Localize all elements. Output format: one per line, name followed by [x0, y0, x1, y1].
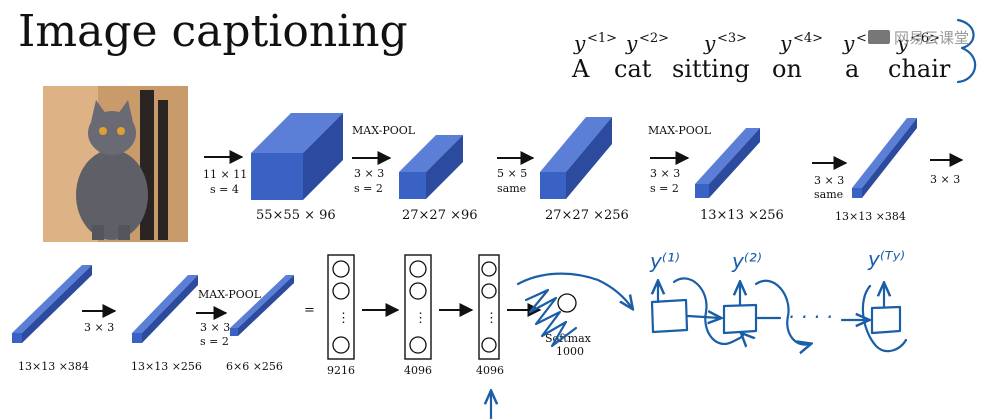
row2-op-2-maxpool: MAX-POOL	[198, 288, 262, 301]
op-5-padding: same	[814, 188, 843, 201]
volume-27x27x96: 27×27 ×96	[399, 135, 478, 223]
fc-label-3: 4096	[476, 364, 504, 377]
caption-word-2: cat	[614, 55, 652, 83]
cat-photo	[43, 86, 188, 242]
rnn-feedback-2	[754, 279, 810, 345]
chair-slat-icon	[158, 100, 168, 240]
op-4-maxpool: MAX-POOL	[648, 124, 712, 137]
softmax-scribble	[524, 288, 578, 348]
row2-volume-label-3: 6×6 ×256	[226, 360, 283, 373]
cat-ear-left-icon	[91, 100, 106, 122]
fc-layer-4096-a: ⋮ 4096	[404, 254, 432, 377]
op-2-maxpool: MAX-POOL	[352, 124, 416, 137]
watermark-text: 网易云课堂	[894, 29, 969, 47]
cat-eye-right-icon	[117, 127, 125, 135]
cat-head-icon	[88, 111, 136, 155]
y-superscript-3: <3>	[717, 31, 747, 46]
caption-sequence: y <1> A y <2> cat y <3> sitting y <4> on…	[571, 31, 951, 83]
caption-word-6: chair	[888, 55, 951, 83]
y-label-1: y	[573, 31, 586, 55]
y-label-2: y	[625, 31, 638, 55]
caption-token-4: y <4> on	[772, 31, 823, 83]
caption-word-4: on	[772, 55, 802, 83]
y-label-6: y	[896, 31, 909, 55]
row2-op-1-kernel: 3 × 3	[84, 321, 114, 334]
caption-word-3: sitting	[672, 55, 750, 83]
rnn-output-1: y⁽¹⁾	[649, 249, 680, 273]
caption-word-1: A	[571, 55, 590, 83]
volume-label-1: 55×55 × 96	[256, 208, 336, 223]
watermark: 网易云课堂	[868, 29, 969, 47]
caption-token-3: y <3> sitting	[672, 31, 750, 83]
watermark-logo-icon	[868, 30, 890, 44]
cat-ear-right-icon	[118, 100, 133, 122]
cat-body-icon	[76, 150, 148, 240]
volume-55x55x96: 55×55 × 96	[251, 113, 343, 223]
op-6-kernel: 3 × 3	[930, 173, 960, 186]
fc-layer-9216: ⋮ 9216	[327, 254, 355, 377]
handwritten-arrow-to-rnn	[516, 272, 632, 308]
row2-volume-label-2: 13×13 ×256	[131, 360, 202, 373]
op-4-stride: s = 2	[650, 182, 679, 195]
fc-dots-1: ⋮	[337, 311, 350, 326]
row2-op-2-kernel: 3 × 3	[200, 321, 230, 334]
fc-dots-2: ⋮	[414, 311, 427, 326]
op-3-padding: same	[497, 182, 526, 195]
rnn-feedback-1	[672, 277, 743, 344]
volume-label-5: 13×13 ×384	[835, 210, 906, 223]
volume-label-3: 27×27 ×256	[545, 208, 629, 223]
volume-label-2: 27×27 ×96	[402, 208, 478, 223]
op-4-kernel: 3 × 3	[650, 167, 680, 180]
caption-brace	[956, 18, 977, 84]
fc-layer-4096-b: ⋮ 4096	[476, 254, 504, 377]
rnn-output-3: y⁽ᵀʸ⁾	[867, 247, 905, 271]
cat-paw-left-icon	[92, 225, 104, 240]
volume-label-4: 13×13 ×256	[700, 208, 784, 223]
fc-dots-3: ⋮	[485, 311, 498, 326]
cat-eye-left-icon	[99, 127, 107, 135]
fc-label-2: 4096	[404, 364, 432, 377]
op-2-stride: s = 2	[354, 182, 383, 195]
op-2-kernel: 3 × 3	[354, 167, 384, 180]
rnn-cell-3	[870, 305, 902, 335]
op-5-kernel: 3 × 3	[814, 174, 844, 187]
y-superscript-4: <4>	[793, 31, 823, 46]
y-superscript-2: <2>	[639, 31, 669, 46]
volume-13x13x256-b: 13×13 ×256	[131, 275, 202, 373]
y-label-3: y	[703, 31, 716, 55]
handwritten-rnn: y⁽¹⁾ y⁽²⁾ y⁽ᵀʸ⁾ · · · ·	[649, 247, 908, 353]
page-title: Image captioning	[18, 6, 408, 57]
rnn-cell-1	[650, 298, 689, 334]
volume-27x27x256: 27×27 ×256	[540, 117, 629, 223]
equals-sign: =	[304, 303, 315, 318]
rnn-output-2: y⁽²⁾	[731, 249, 762, 273]
volume-13x13x384-b: 13×13 ×384	[12, 265, 92, 373]
volume-13x13x256: 13×13 ×256	[695, 128, 784, 223]
cat-paw-right-icon	[118, 225, 130, 240]
caption-token-6: y <6> chair	[888, 31, 951, 83]
caption-word-5: a	[845, 55, 859, 83]
op-1-stride: s = 4	[210, 183, 239, 196]
softmax-size: 1000	[556, 345, 584, 358]
fc-label-1: 9216	[327, 364, 355, 377]
volume-6x6x256: 6×6 ×256	[226, 275, 294, 373]
y-superscript-6: <6>	[910, 31, 940, 46]
rnn-feedback-3	[861, 284, 908, 353]
row2-volume-label-1: 13×13 ×384	[18, 360, 89, 373]
caption-token-2: y <2> cat	[614, 31, 669, 83]
y-label-4: y	[779, 31, 792, 55]
op-3-kernel: 5 × 5	[497, 167, 527, 180]
op-1-kernel: 11 × 11	[203, 168, 247, 181]
rnn-link-1	[686, 316, 720, 318]
volume-13x13x384-a: 13×13 ×384	[835, 118, 917, 223]
y-superscript-1: <1>	[587, 31, 617, 46]
row2-op-2-stride: s = 2	[200, 335, 229, 348]
rnn-ellipsis: · · · ·	[788, 305, 833, 329]
rnn-cell-2	[722, 303, 758, 335]
caption-token-1: y <1> A	[571, 31, 617, 83]
y-label-5: y	[842, 31, 855, 55]
